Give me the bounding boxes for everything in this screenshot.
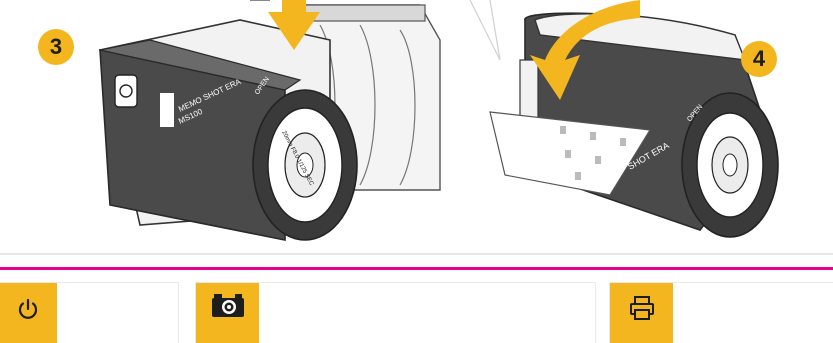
power-icon-tab xyxy=(0,283,57,343)
section-divider xyxy=(0,253,833,255)
print-panel xyxy=(610,283,833,343)
printer-icon xyxy=(629,295,655,321)
camera-print-illustration: SHOT ERA OPEN xyxy=(490,0,778,237)
step-3-badge: 3 xyxy=(38,29,74,65)
step-4-badge: 4 xyxy=(741,41,777,77)
camera-panel xyxy=(196,283,595,343)
power-panel xyxy=(0,283,178,343)
camera-icon xyxy=(211,293,245,319)
printer-icon-tab xyxy=(610,283,673,343)
power-icon xyxy=(16,297,40,321)
camera-icon-tab xyxy=(196,283,259,343)
camera-open-illustration: MEMO SHOT ERA MS100 20mm F8.0 1/125 SEC … xyxy=(100,0,440,240)
device-illustration: MEMO SHOT ERA MS100 20mm F8.0 1/125 SEC … xyxy=(0,0,833,255)
accent-divider xyxy=(0,267,833,270)
